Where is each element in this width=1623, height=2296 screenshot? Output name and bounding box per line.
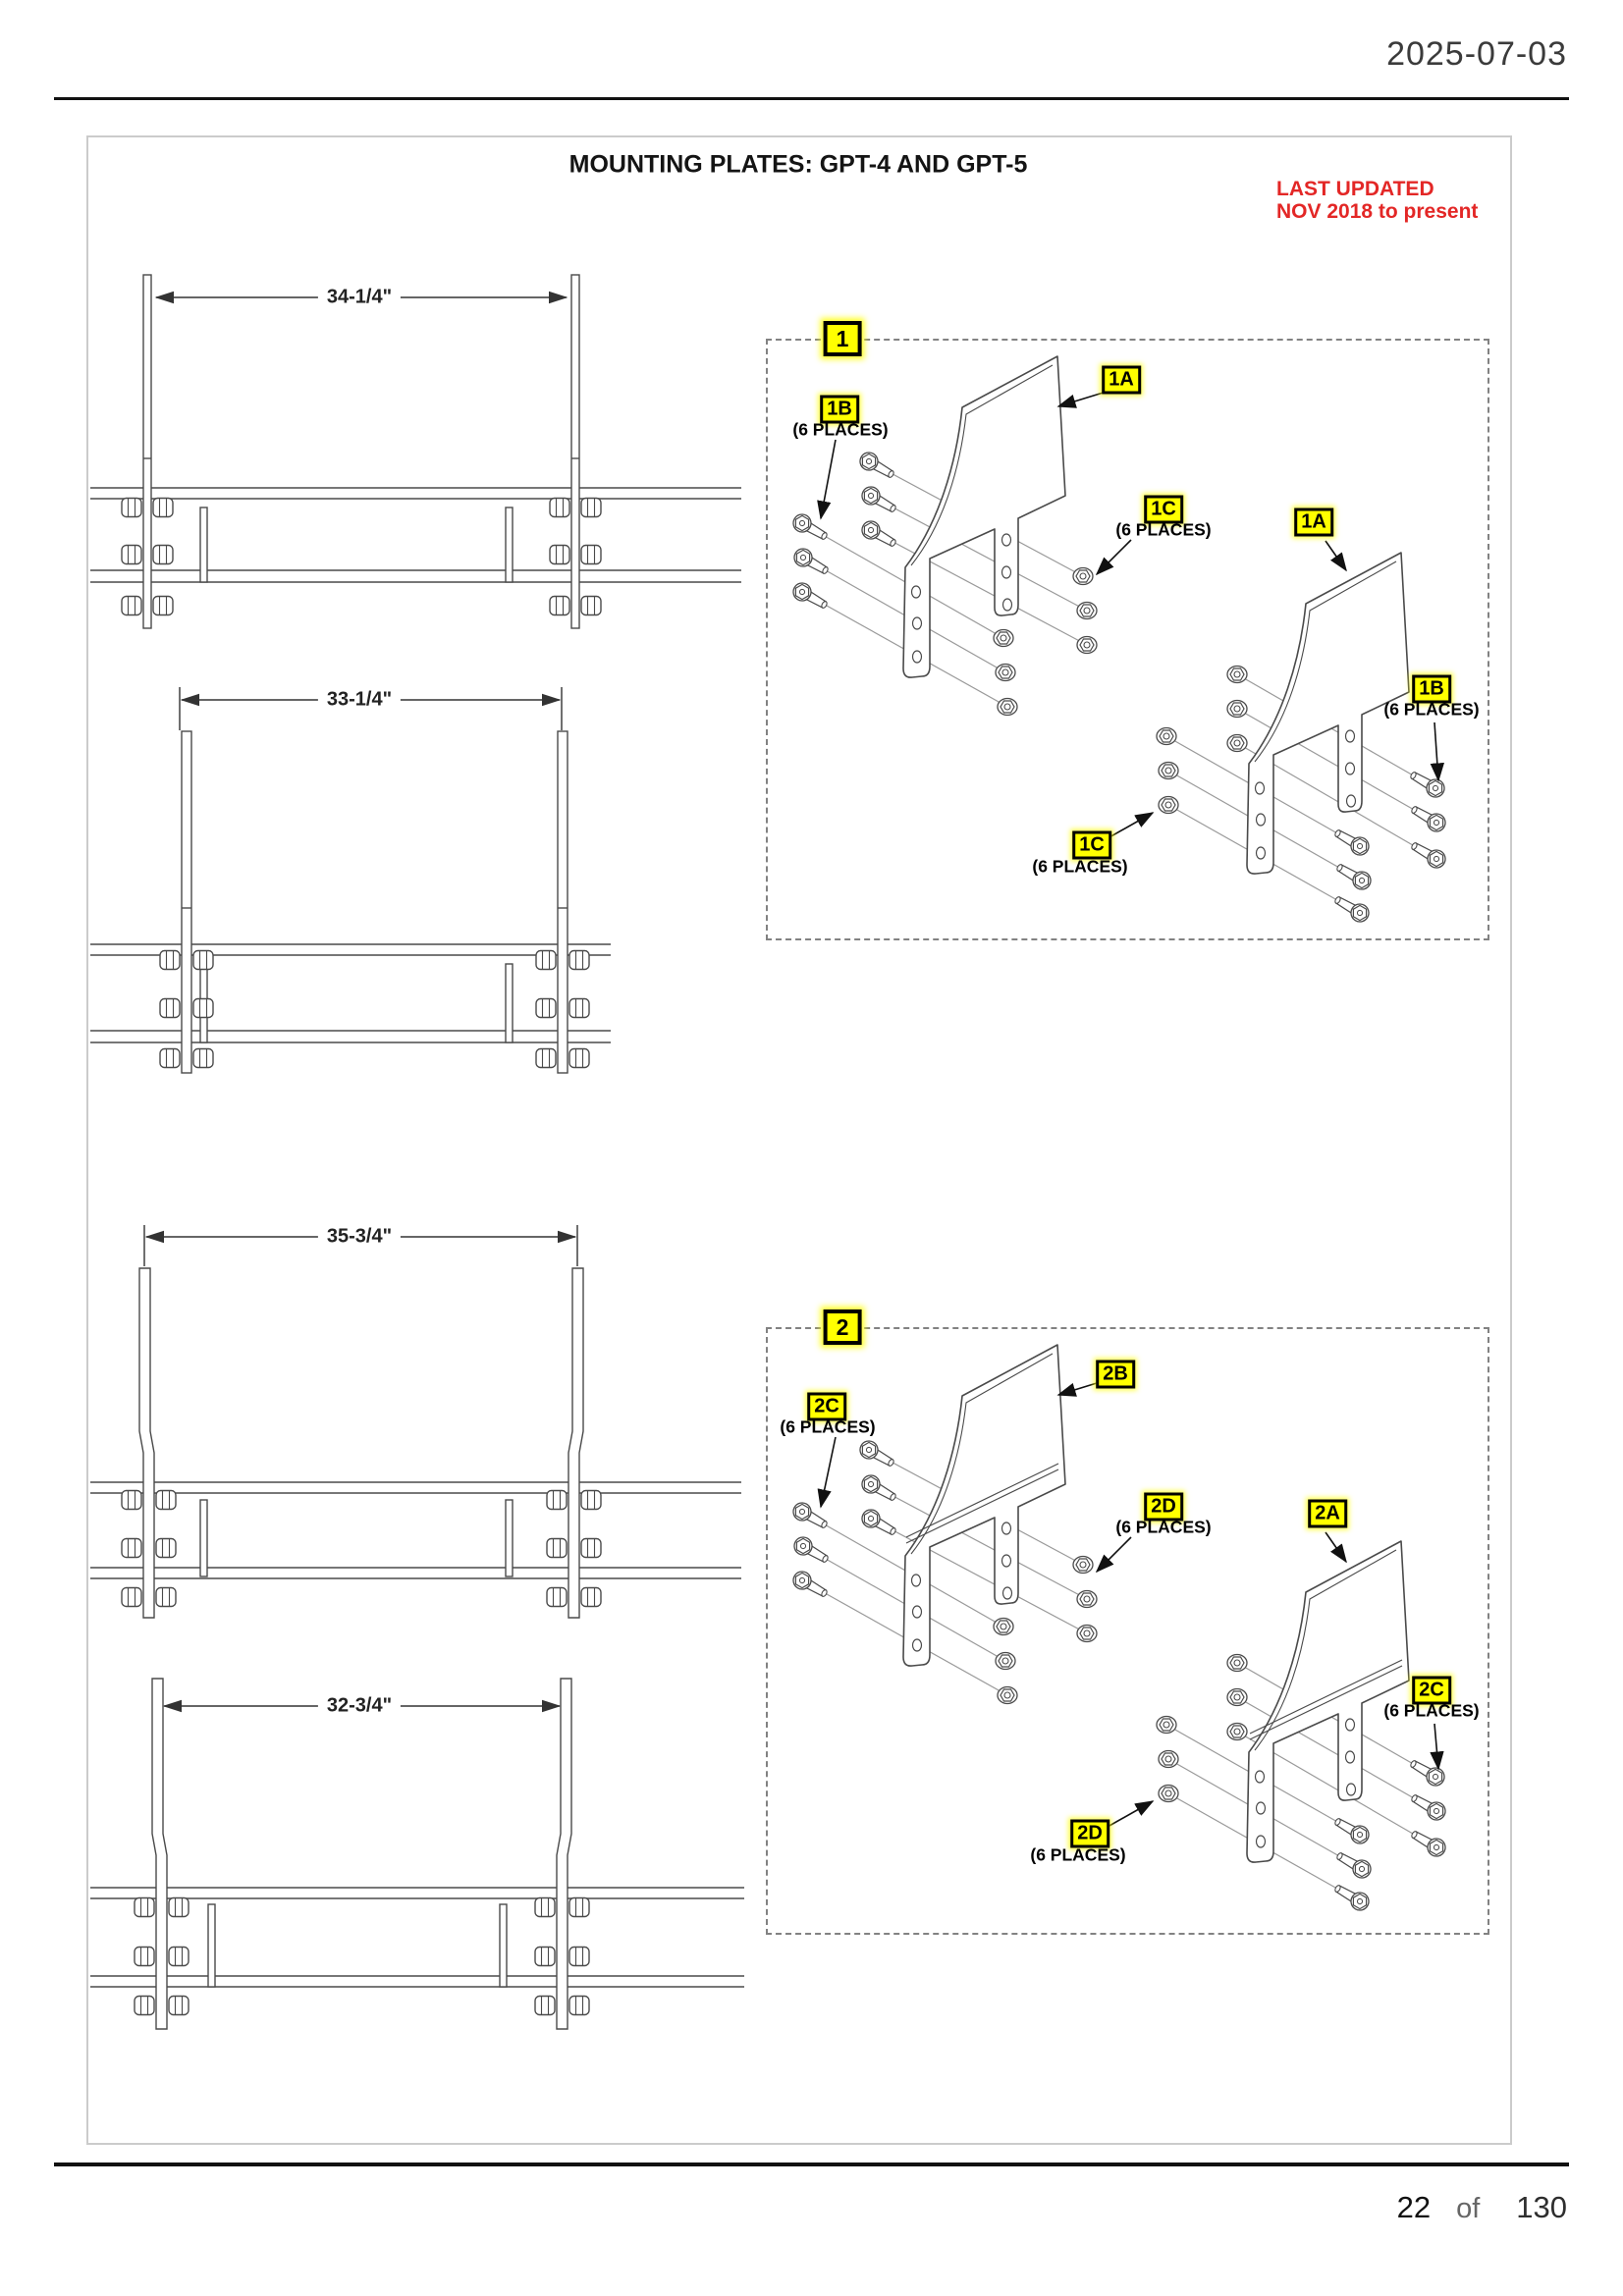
callout-2c-left: 2C (807, 1392, 846, 1421)
page-footer: 22 of 130 (1397, 2190, 1567, 2225)
header-rule (54, 97, 1569, 100)
callout-1c-left: 1C (1144, 495, 1183, 524)
dimension-label-3: 35-3/4" (317, 1225, 402, 1249)
exploded-view-box1 (789, 355, 1449, 926)
rail-drawing-4 (90, 1678, 744, 2030)
callout-1c-left-note: (6 PLACES) (1115, 519, 1212, 540)
callout-2c-right-note: (6 PLACES) (1383, 1700, 1480, 1721)
rail-drawing-1 (90, 274, 741, 629)
callout-1b-left-note: (6 PLACES) (792, 419, 889, 440)
last-updated-note: LAST UPDATED NOV 2018 to present (1276, 178, 1478, 223)
callout-2d-left: 2D (1144, 1492, 1183, 1522)
footer-page-number: 22 (1396, 2190, 1432, 2224)
page-title: MOUNTING PLATES: GPT-4 AND GPT-5 (568, 150, 1028, 179)
document-date: 2025-07-03 (1386, 35, 1567, 73)
callout-2c-right: 2C (1412, 1676, 1451, 1705)
rail-drawing-3 (90, 1225, 741, 1619)
footer-of-label: of (1456, 2193, 1481, 2224)
exploded-view-box2 (789, 1344, 1449, 1914)
callout-1c-right: 1C (1072, 830, 1111, 860)
dimension-label-1: 34-1/4" (317, 286, 402, 309)
callout-2a-right: 2A (1308, 1499, 1347, 1528)
callout-2d-right: 2D (1070, 1819, 1109, 1848)
detail-box-2-number: 2 (823, 1309, 862, 1345)
footer-total-pages: 130 (1516, 2190, 1567, 2224)
detail-box-1-number: 1 (823, 321, 862, 356)
callout-1b-right: 1B (1412, 674, 1451, 704)
callout-2b-left: 2B (1096, 1360, 1135, 1389)
callout-1b-left: 1B (820, 395, 859, 424)
detail-box-2 (766, 1327, 1489, 1935)
callout-2c-left-note: (6 PLACES) (780, 1416, 876, 1437)
diagram-frame (86, 135, 1512, 2145)
callout-1b-right-note: (6 PLACES) (1383, 699, 1480, 720)
dimension-label-4: 32-3/4" (317, 1694, 402, 1718)
detail-box-1 (766, 339, 1489, 940)
callout-1a-right: 1A (1294, 507, 1333, 537)
callout-1a-left: 1A (1102, 365, 1141, 395)
last-updated-line1: LAST UPDATED (1276, 178, 1434, 200)
last-updated-line2: NOV 2018 to present (1276, 200, 1479, 223)
callout-2d-left-note: (6 PLACES) (1115, 1517, 1212, 1537)
callout-1c-right-note: (6 PLACES) (1032, 856, 1128, 877)
callout-2d-right-note: (6 PLACES) (1030, 1844, 1126, 1865)
dimension-label-2: 33-1/4" (317, 688, 402, 712)
rail-drawing-2 (90, 687, 611, 1074)
footer-rule (54, 2163, 1569, 2166)
